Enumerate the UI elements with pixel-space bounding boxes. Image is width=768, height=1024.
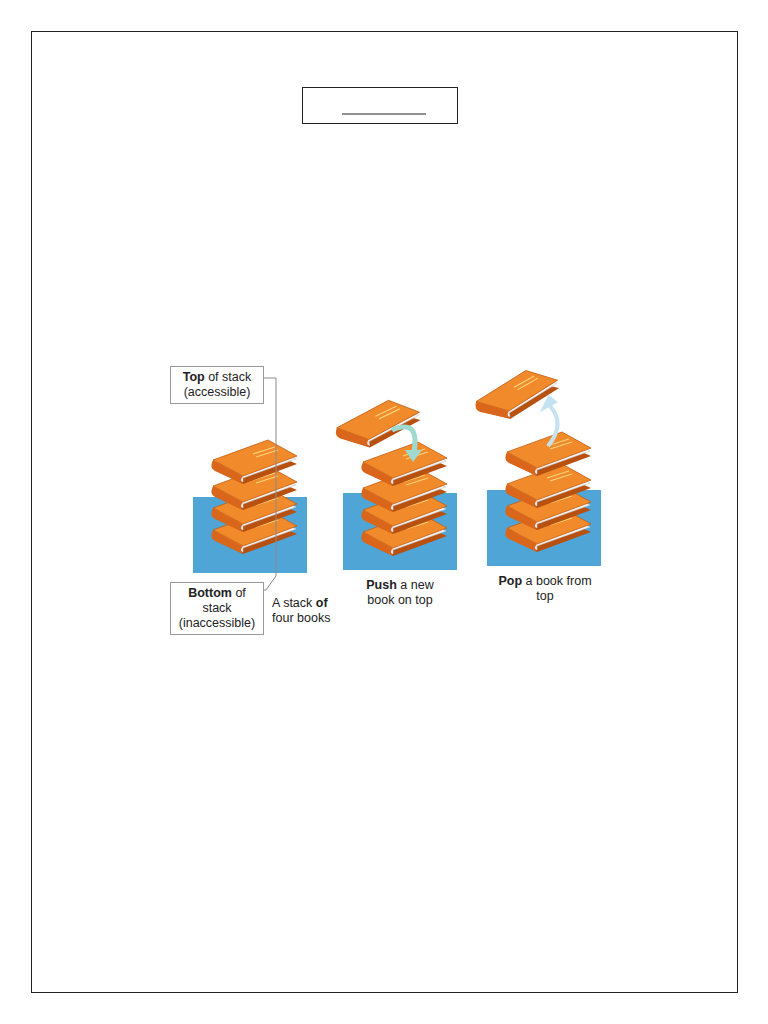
- book-stack: [505, 432, 591, 552]
- book-stack: [211, 440, 297, 554]
- callout-text: Bottom of stack (inaccessible): [175, 586, 259, 631]
- page-border: [32, 32, 738, 993]
- pushed-book: [332, 396, 423, 451]
- caption-label: Push a new book on top: [352, 578, 448, 608]
- push-arrowhead: [405, 450, 422, 462]
- callout-text: Top of stack (accessible): [175, 370, 259, 400]
- callout-box: Bottom of stack (inaccessible): [170, 582, 264, 635]
- pop-arrowhead: [542, 396, 556, 410]
- caption-label: A stack of four books: [272, 596, 348, 626]
- popped-book: [470, 365, 563, 426]
- title-underline: [342, 113, 426, 114]
- book-stack: [361, 442, 447, 556]
- title-box: [303, 88, 458, 124]
- pop-arrow: [548, 406, 558, 446]
- callout-box: Top of stack (accessible): [170, 366, 264, 404]
- push-arrow: [392, 427, 415, 452]
- caption-label: Pop a book from top: [492, 574, 598, 604]
- leader-line: [264, 378, 276, 590]
